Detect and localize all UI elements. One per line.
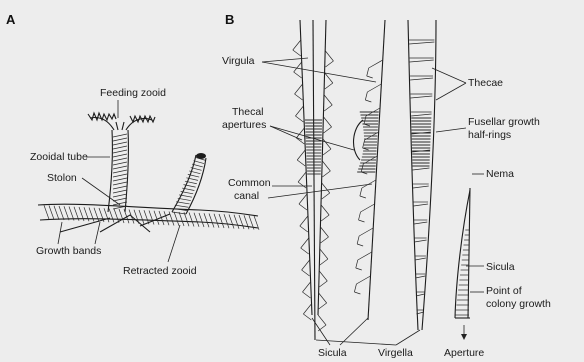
colony-biserial-drawing <box>293 20 334 340</box>
label-virgella: Virgella <box>378 347 413 359</box>
colony-scalariform-drawing <box>408 20 436 330</box>
label-growth-bands: Growth bands <box>36 245 101 257</box>
zooidal-tube-drawing <box>108 130 128 212</box>
label-retracted-zooid: Retracted zooid <box>123 265 197 277</box>
label-common-canal-line1: Common <box>228 177 271 189</box>
label-thecae: Thecae <box>468 77 503 89</box>
label-point-of-colony-growth-line2: colony growth <box>486 298 551 310</box>
stolon-drawing <box>38 204 259 232</box>
label-sicula-right: Sicula <box>486 261 515 273</box>
label-thecal-apertures-line1: Thecal <box>232 106 264 118</box>
label-common-canal-line2: canal <box>234 190 259 202</box>
colony-uniserial-drawing <box>354 20 385 320</box>
panel-label-a: A <box>6 12 16 27</box>
label-feeding-zooid: Feeding zooid <box>100 87 166 99</box>
label-fusellar-line2: half-rings <box>468 129 511 141</box>
label-stolon: Stolon <box>47 172 77 184</box>
label-point-of-colony-growth-line1: Point of <box>486 285 522 297</box>
label-zooidal-tube: Zooidal tube <box>30 151 88 163</box>
panel-label-b: B <box>225 12 234 27</box>
sicula-drawing <box>455 188 470 340</box>
label-thecal-apertures-line2: apertures <box>222 119 266 131</box>
label-aperture: Aperture <box>444 347 484 359</box>
feeding-zooid-drawing <box>88 113 155 130</box>
label-virgula: Virgula <box>222 55 255 67</box>
label-fusellar-line1: Fusellar growth <box>468 116 540 128</box>
label-nema: Nema <box>486 168 514 180</box>
retracted-zooid-drawing <box>172 153 206 214</box>
label-sicula-bottom: Sicula <box>318 347 347 359</box>
